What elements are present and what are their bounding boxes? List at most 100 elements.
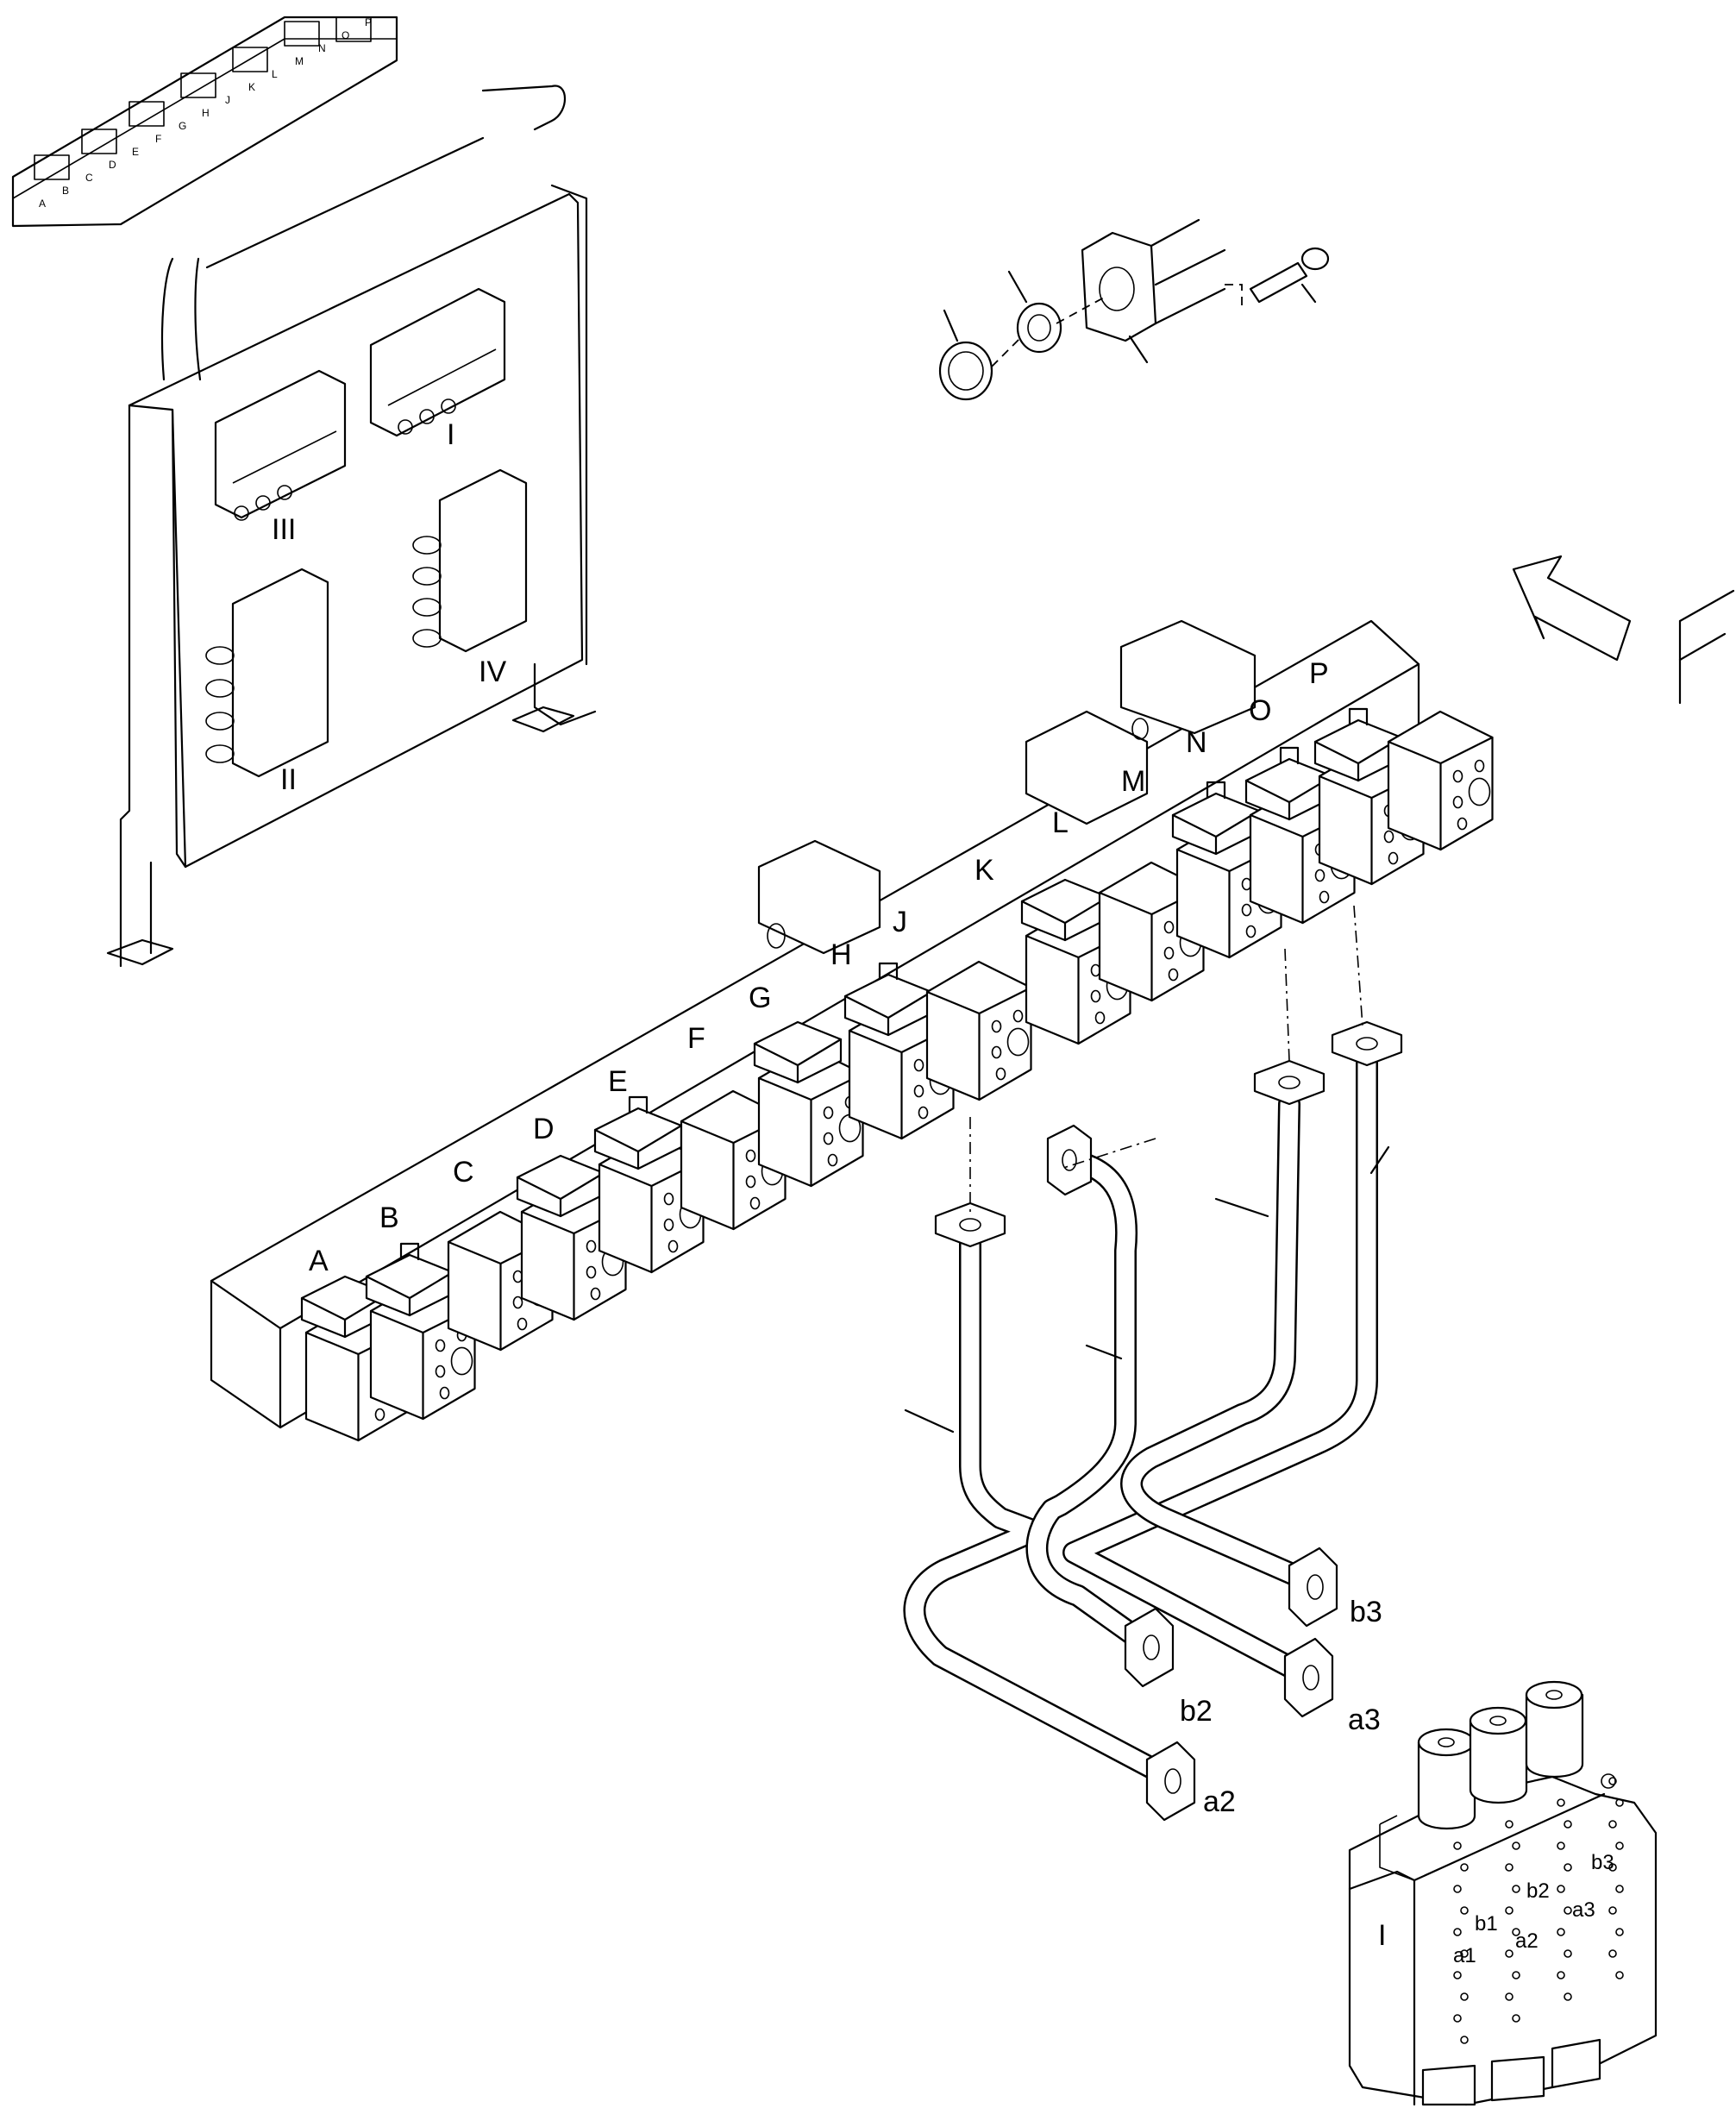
port-dot — [1615, 1971, 1624, 1979]
section-label-b: B — [379, 1201, 399, 1234]
port-dot — [1505, 1820, 1514, 1829]
port-dot — [1460, 2036, 1469, 2044]
section-label-d: D — [533, 1113, 555, 1145]
port-dot — [1564, 1906, 1572, 1915]
overview-section-label-k: K — [248, 81, 255, 93]
port-dot — [1557, 1841, 1565, 1850]
overview-section-label-c: C — [85, 172, 93, 184]
port-dot — [1460, 1863, 1469, 1872]
port-dot — [1453, 1928, 1462, 1936]
port-dot — [1512, 1885, 1520, 1893]
frame-valve-block-iv — [412, 468, 528, 653]
valve-block-e — [593, 1095, 705, 1274]
port-dot — [1557, 1971, 1565, 1979]
section-label-p: P — [1309, 657, 1329, 690]
frame-label-iii: III — [272, 513, 296, 546]
frame-valve-block-iii — [214, 369, 347, 521]
section-label-l: L — [1052, 806, 1069, 839]
frame-label-i: I — [447, 418, 454, 451]
section-label-m: M — [1121, 765, 1145, 798]
control-valve-i: I b3 b2 b1 a3 a2 a1 — [1348, 1680, 1658, 2106]
flange-seal-exploded-view — [938, 218, 1330, 401]
overview-section-label-j: J — [225, 94, 230, 106]
port-dot — [1608, 1949, 1617, 1958]
port-dot — [1460, 1992, 1469, 2001]
valve-section-blocks — [300, 707, 1494, 1442]
port-dot — [1557, 1885, 1565, 1893]
section-label-f: F — [687, 1022, 705, 1055]
frame-valve-block-ii — [205, 568, 329, 778]
valve-block-m — [1171, 781, 1282, 959]
port-dot — [1453, 1841, 1462, 1850]
section-label-j: J — [893, 906, 907, 938]
pipe-label-a3: a3 — [1348, 1703, 1381, 1736]
port-dot — [1608, 1820, 1617, 1829]
overview-section-label-l: L — [272, 68, 278, 80]
port-dot — [1608, 1863, 1617, 1872]
port-dot — [1453, 1971, 1462, 1979]
valve-block-p — [1387, 710, 1494, 851]
overview-section-label-a: A — [39, 198, 46, 210]
port-dot — [1505, 1906, 1514, 1915]
valve-block-h — [843, 962, 955, 1140]
port-dot — [1453, 2014, 1462, 2023]
port-dot — [1512, 2014, 1520, 2023]
port-label-b1: b1 — [1475, 1912, 1498, 1935]
port-label-b3: b3 — [1591, 1851, 1614, 1874]
port-dot — [1564, 1949, 1572, 1958]
frame-label-ii: II — [280, 763, 297, 796]
pipe-label-b3: b3 — [1350, 1596, 1382, 1628]
frame-valve-block-i — [369, 287, 506, 437]
valve-block-n — [1244, 746, 1356, 925]
section-label-k: K — [975, 854, 994, 887]
frame-label-iv: IV — [479, 656, 506, 688]
section-label-g: G — [749, 982, 771, 1014]
pipe-label-b2: b2 — [1180, 1695, 1213, 1728]
port-label-b2: b2 — [1526, 1879, 1550, 1903]
port-dot — [1512, 1841, 1520, 1850]
hydraulic-pipes — [903, 905, 1403, 1822]
overview-section-label-d: D — [109, 159, 116, 171]
overview-section-label-m: M — [295, 55, 304, 67]
port-dot — [1460, 1906, 1469, 1915]
port-dot — [1564, 1992, 1572, 2001]
pipe-label-a2: a2 — [1203, 1785, 1236, 1818]
overview-section-label-o: O — [342, 29, 349, 41]
view-direction-arrow — [1512, 555, 1735, 705]
overview-section-label-e: E — [132, 146, 139, 158]
overview-section-label-b: B — [62, 185, 69, 197]
port-dot — [1615, 1928, 1624, 1936]
port-dot — [1615, 1798, 1624, 1807]
section-label-e: E — [608, 1065, 628, 1098]
port-dot — [1505, 1992, 1514, 2001]
overview-section-label-f: F — [155, 133, 161, 145]
overview-section-label-n: N — [318, 42, 326, 54]
port-dot — [1608, 1906, 1617, 1915]
port-dot — [1512, 1928, 1520, 1936]
port-label-a2: a2 — [1515, 1929, 1539, 1953]
port-dot — [1505, 1863, 1514, 1872]
section-label-h: H — [830, 938, 852, 971]
port-dot — [1505, 1949, 1514, 1958]
control-valve-id: I — [1378, 1919, 1386, 1952]
section-label-n: N — [1186, 726, 1207, 759]
port-dot — [1512, 1971, 1520, 1979]
port-label-a3: a3 — [1572, 1898, 1595, 1922]
port-dot — [1460, 1949, 1469, 1958]
valve-block-g — [753, 1020, 864, 1188]
port-dot — [1564, 1863, 1572, 1872]
port-dot — [1564, 1820, 1572, 1829]
overview-section-label-p: P — [365, 16, 372, 28]
port-label-a1: a1 — [1453, 1944, 1476, 1967]
valve-block-j — [925, 960, 1032, 1101]
port-dot — [1557, 1928, 1565, 1936]
port-dot — [1615, 1841, 1624, 1850]
section-label-c: C — [453, 1156, 474, 1189]
port-dot — [1557, 1798, 1565, 1807]
section-label-a: A — [309, 1245, 329, 1277]
port-dot — [1608, 1777, 1617, 1785]
port-dot — [1453, 1885, 1462, 1893]
